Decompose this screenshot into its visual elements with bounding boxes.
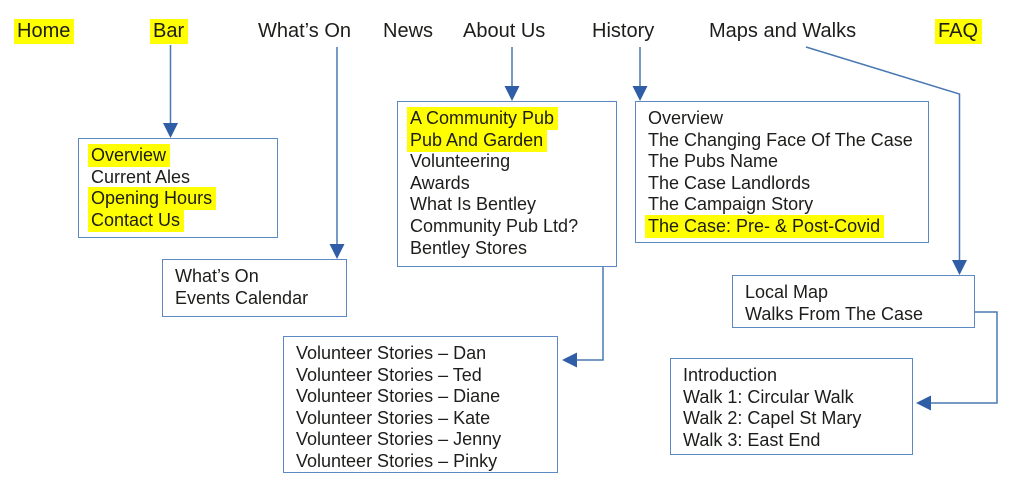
whats-on-submenu-box: What’s On Events Calendar bbox=[162, 259, 347, 317]
menu-item: Pub And Garden bbox=[407, 128, 616, 152]
menu-item: Volunteer Stories – Pinky bbox=[296, 450, 498, 471]
menu-item: Awards bbox=[410, 172, 470, 193]
volunteer-stories-submenu-box: Volunteer Stories – Dan Volunteer Storie… bbox=[283, 336, 558, 473]
menu-item: The Changing Face Of The Case bbox=[648, 129, 913, 150]
arrow-history-to-submenu bbox=[632, 47, 648, 101]
menu-item: Volunteer Stories – Ted bbox=[296, 364, 482, 385]
menu-item: Volunteering bbox=[410, 151, 511, 172]
nav-item-faq: FAQ bbox=[935, 19, 983, 44]
menu-item: The Case: Pre- & Post-Covid bbox=[645, 214, 928, 238]
nav-item-whats-on-label: What’s On bbox=[258, 20, 351, 42]
nav-item-history: History bbox=[592, 19, 654, 44]
menu-item: Events Calendar bbox=[175, 287, 309, 308]
nav-item-news-label: News bbox=[383, 20, 434, 42]
nav-item-about-us: About Us bbox=[463, 19, 545, 44]
arrow-about-us-to-submenu bbox=[504, 47, 520, 101]
arrow-whats-on-to-submenu bbox=[329, 47, 345, 259]
menu-item: Walk 3: East End bbox=[683, 429, 821, 450]
nav-item-whats-on: What’s On bbox=[258, 19, 351, 44]
nav-item-news: News bbox=[383, 19, 433, 44]
nav-item-home: Home bbox=[14, 19, 75, 44]
menu-item: Bentley Stores bbox=[410, 237, 528, 258]
menu-item: Overview bbox=[648, 108, 724, 128]
menu-item: Walk 2: Capel St Mary bbox=[683, 408, 862, 429]
about-us-submenu-box: A Community Pub Pub And Garden Volunteer… bbox=[397, 101, 617, 267]
maps-walks-submenu-box: Local Map Walks From The Case bbox=[732, 275, 975, 328]
menu-item: Volunteer Stories – Jenny bbox=[296, 429, 502, 450]
nav-item-history-label: History bbox=[592, 20, 655, 42]
arrow-bar-to-submenu bbox=[163, 45, 178, 138]
menu-item: Volunteer Stories – Kate bbox=[296, 407, 491, 428]
menu-item: Overview bbox=[88, 144, 277, 167]
bar-submenu-box: Overview Current Ales Opening Hours Cont… bbox=[78, 138, 278, 238]
menu-item: Opening Hours bbox=[88, 187, 277, 211]
nav-item-bar: Bar bbox=[150, 19, 189, 44]
menu-item: A Community Pub bbox=[407, 107, 616, 130]
menu-item: Local Map bbox=[745, 282, 829, 302]
menu-item: The Pubs Name bbox=[648, 151, 779, 172]
menu-item: Volunteer Stories – Diane bbox=[296, 386, 501, 407]
menu-item: Contact Us bbox=[88, 208, 277, 232]
nav-item-bar-label: Bar bbox=[150, 19, 189, 44]
nav-item-about-us-label: About Us bbox=[463, 20, 546, 42]
nav-item-faq-label: FAQ bbox=[935, 19, 983, 44]
walks-detail-submenu-box: Introduction Walk 1: Circular Walk Walk … bbox=[670, 358, 913, 455]
menu-item: Community Pub Ltd? bbox=[410, 215, 579, 236]
nav-item-maps-and-walks-label: Maps and Walks bbox=[709, 20, 857, 42]
menu-item: Volunteer Stories – Dan bbox=[296, 343, 487, 363]
menu-item: What’s On bbox=[175, 266, 259, 286]
nav-item-home-label: Home bbox=[14, 19, 75, 44]
history-submenu-box: Overview The Changing Face Of The Case T… bbox=[635, 101, 929, 243]
menu-item: Walk 1: Circular Walk bbox=[683, 386, 854, 407]
menu-item: Current Ales bbox=[91, 166, 191, 187]
menu-item: What Is Bentley bbox=[410, 194, 537, 215]
menu-item: The Case Landlords bbox=[648, 172, 811, 193]
menu-item: The Campaign Story bbox=[648, 194, 814, 215]
menu-item: Walks From The Case bbox=[745, 303, 924, 324]
menu-item: Introduction bbox=[683, 365, 778, 385]
nav-item-maps-and-walks: Maps and Walks bbox=[709, 19, 856, 44]
